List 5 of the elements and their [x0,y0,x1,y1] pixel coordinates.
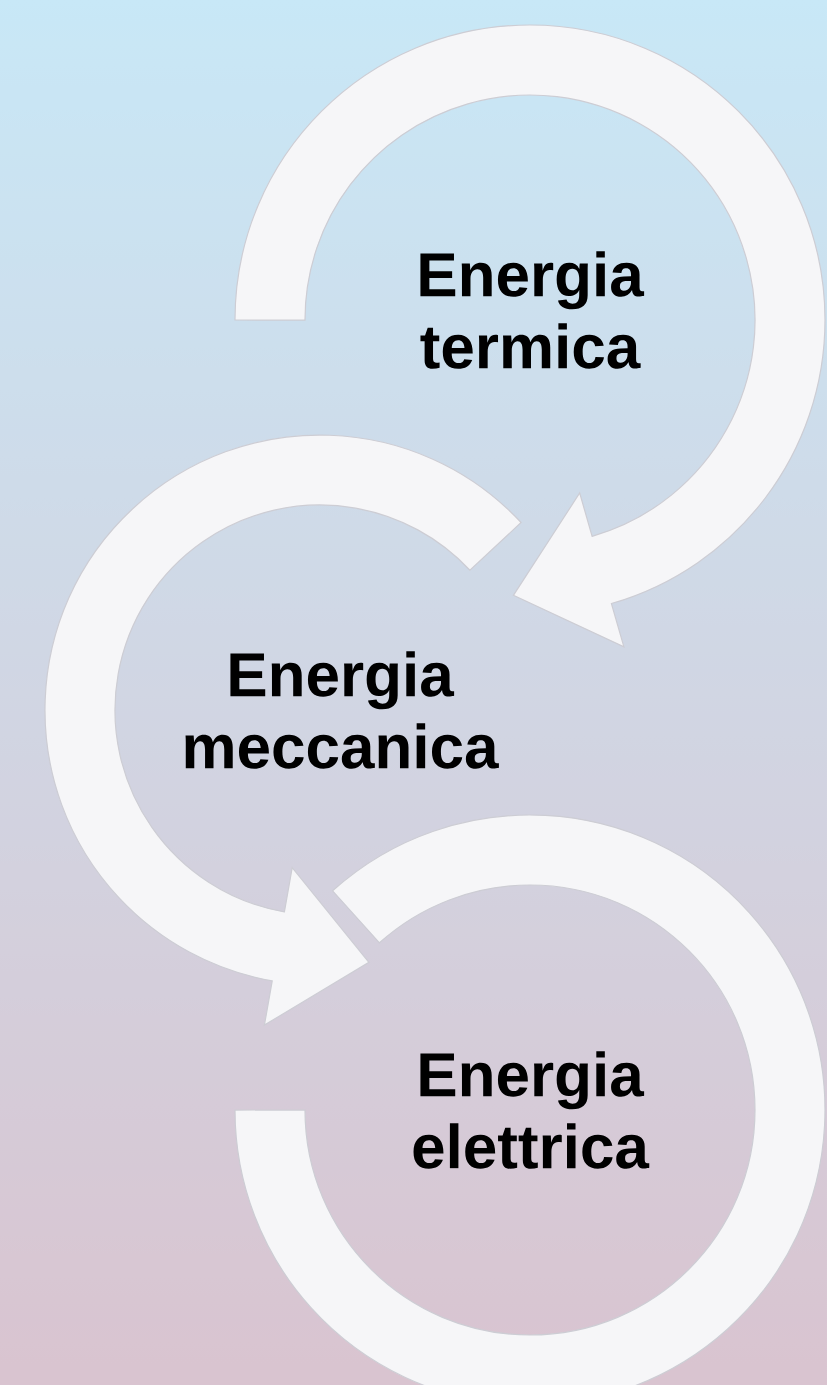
circular-arrow [234,24,826,648]
node-label: Energia termica [420,251,645,369]
node-label: Energia meccanica [185,651,499,769]
node-label: Energia elettrica [413,1051,650,1169]
circular-arrow [44,434,522,1026]
